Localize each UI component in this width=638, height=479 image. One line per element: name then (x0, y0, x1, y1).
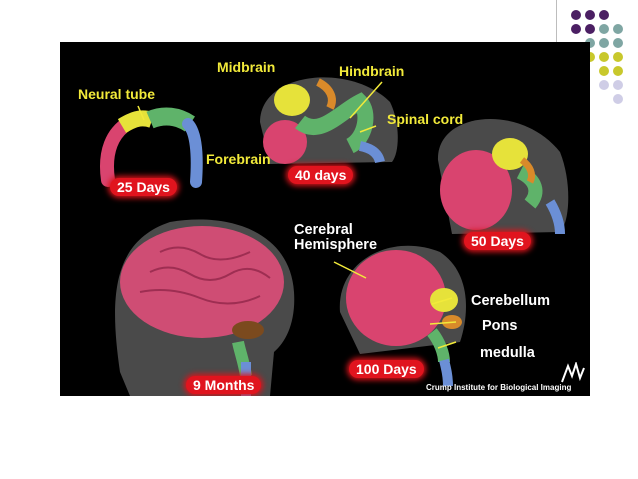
label-midbrain: Midbrain (217, 59, 276, 75)
dot (599, 38, 609, 48)
dot (613, 38, 623, 48)
dot (571, 24, 581, 34)
image-credit: Crump Institute for Biological Imaging (426, 383, 572, 392)
label-pons: Pons (482, 318, 518, 334)
dot (585, 38, 595, 48)
dot (613, 94, 623, 104)
brain-illustration (100, 77, 569, 396)
dot (571, 10, 581, 20)
brain-development-image: Neural tube Midbrain Hindbrain Spinal co… (60, 42, 590, 396)
dot (585, 24, 595, 34)
stage-9-months-head (115, 219, 295, 396)
stage-label-100-days: 100 Days (349, 360, 424, 378)
label-medulla: medulla (480, 345, 535, 361)
label-cerebellum: Cerebellum (471, 293, 550, 309)
dot (599, 80, 609, 90)
stage-label-9-months: 9 Months (186, 376, 262, 394)
dot (613, 24, 623, 34)
label-leader-lines (137, 81, 457, 349)
label-spinal-cord: Spinal cord (387, 111, 464, 127)
label-cerebral-hemisphere: Cerebral Hemisphere (294, 222, 378, 254)
divider-line (556, 0, 557, 60)
stage-40-days-brain (260, 77, 398, 164)
label-forebrain: Forebrain (206, 151, 271, 167)
stage-25-days-neural-tube (100, 107, 203, 188)
dot (599, 10, 609, 20)
stage-label-25-days: 25 Days (110, 178, 177, 196)
dot (599, 24, 609, 34)
dot (613, 66, 623, 76)
label-neural-tube: Neural tube (78, 86, 156, 102)
dot (599, 66, 609, 76)
dot (585, 10, 595, 20)
dot (613, 80, 623, 90)
stage-50-days-brain (437, 118, 569, 235)
stage-100-days-brain (339, 245, 466, 387)
dot (599, 52, 609, 62)
label-hindbrain: Hindbrain (339, 63, 405, 79)
stage-label-50-days: 50 Days (464, 232, 531, 250)
stage-label-40-days: 40 days (288, 166, 354, 184)
dot (613, 52, 623, 62)
crump-logo-icon (561, 362, 585, 383)
dot (585, 52, 595, 62)
